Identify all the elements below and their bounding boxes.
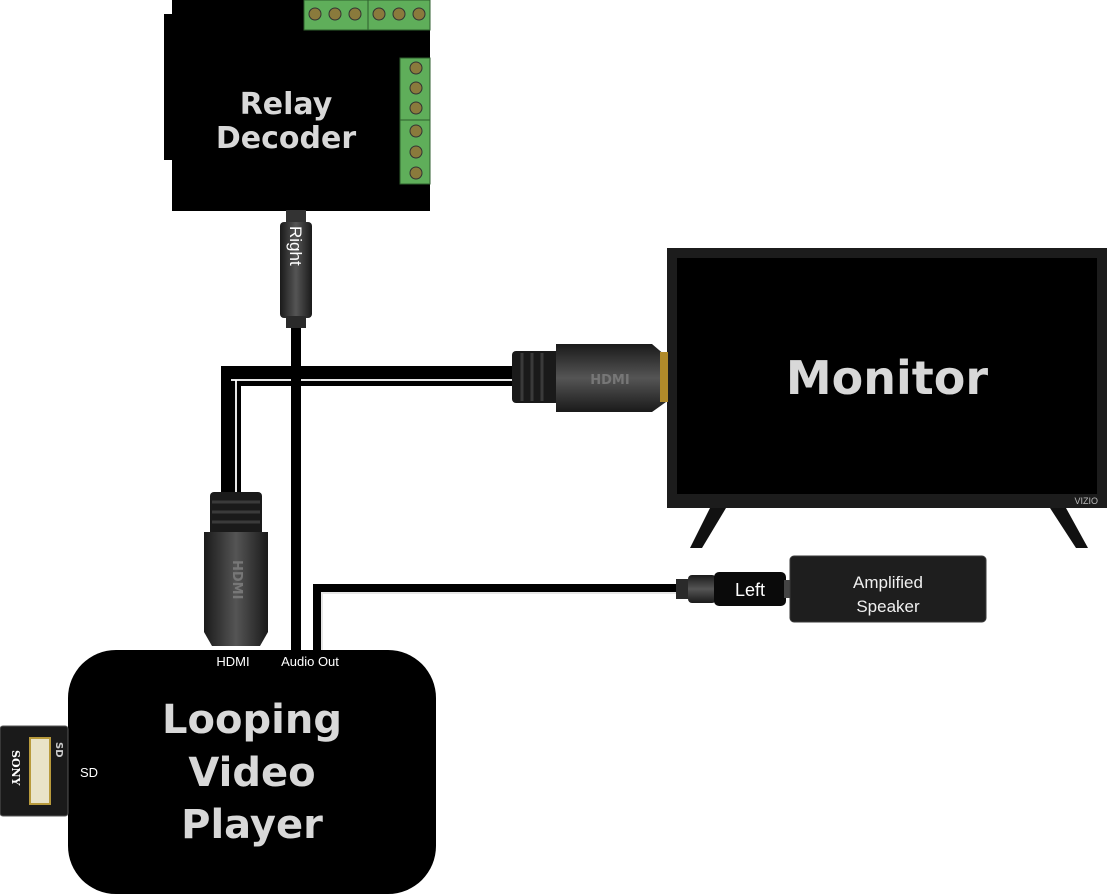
terminal-block-right [399,57,431,185]
sd-card-brand: SONY [9,750,22,786]
port-hdmi-label: HDMI [216,654,249,669]
hdmi-cable [221,366,520,500]
player-title-line2: Video [188,750,315,796]
sd-card-mark: SD [53,742,64,758]
monitor-title: Monitor [786,351,988,405]
left-plug-label: Left [735,580,765,600]
hdmi-plug-player-text: HDMI [229,560,244,599]
right-plug-label: Right [286,226,305,266]
player-title-line1: Looping [162,697,342,743]
terminal-block-top [303,0,431,31]
sd-card: SONY SD [0,725,69,817]
monitor-foot-left [690,508,726,548]
monitor: Monitor VIZIO [667,248,1107,548]
relay-decoder: Relay Decoder [164,0,431,211]
speaker-title-line1: Amplified [853,573,923,592]
monitor-foot-right [1050,508,1088,548]
port-sd-label: SD [80,765,98,780]
monitor-brand: VIZIO [1074,496,1098,506]
relay-decoder-title-line2: Decoder [216,121,356,156]
relay-decoder-title-line1: Relay [240,87,333,122]
left-audio-cable [313,584,690,650]
hdmi-plug-monitor-text: HDMI [590,373,629,388]
amplified-speaker: Amplified Speaker [789,555,987,623]
left-audio-plug: Left [676,572,792,606]
hdmi-plug-player: HDMI [204,492,268,646]
port-audio-out-label: Audio Out [281,654,339,669]
speaker-title-line2: Speaker [856,597,920,616]
player-title-line3: Player [181,802,323,848]
looping-video-player: Looping Video Player HDMI Audio Out SD [68,650,436,894]
hdmi-plug-monitor: HDMI [512,344,668,412]
right-audio-plug: Right [280,210,312,328]
